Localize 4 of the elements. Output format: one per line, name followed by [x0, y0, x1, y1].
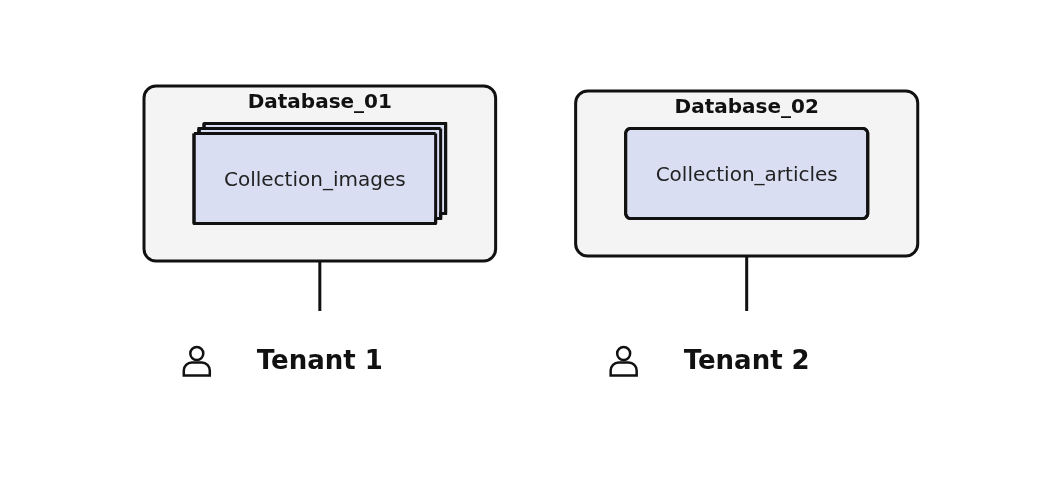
- node-label: Tenant 2: [683, 345, 810, 375]
- node-label: Tenant 1: [256, 345, 383, 375]
- connector: [745, 256, 749, 311]
- connector: [318, 261, 322, 311]
